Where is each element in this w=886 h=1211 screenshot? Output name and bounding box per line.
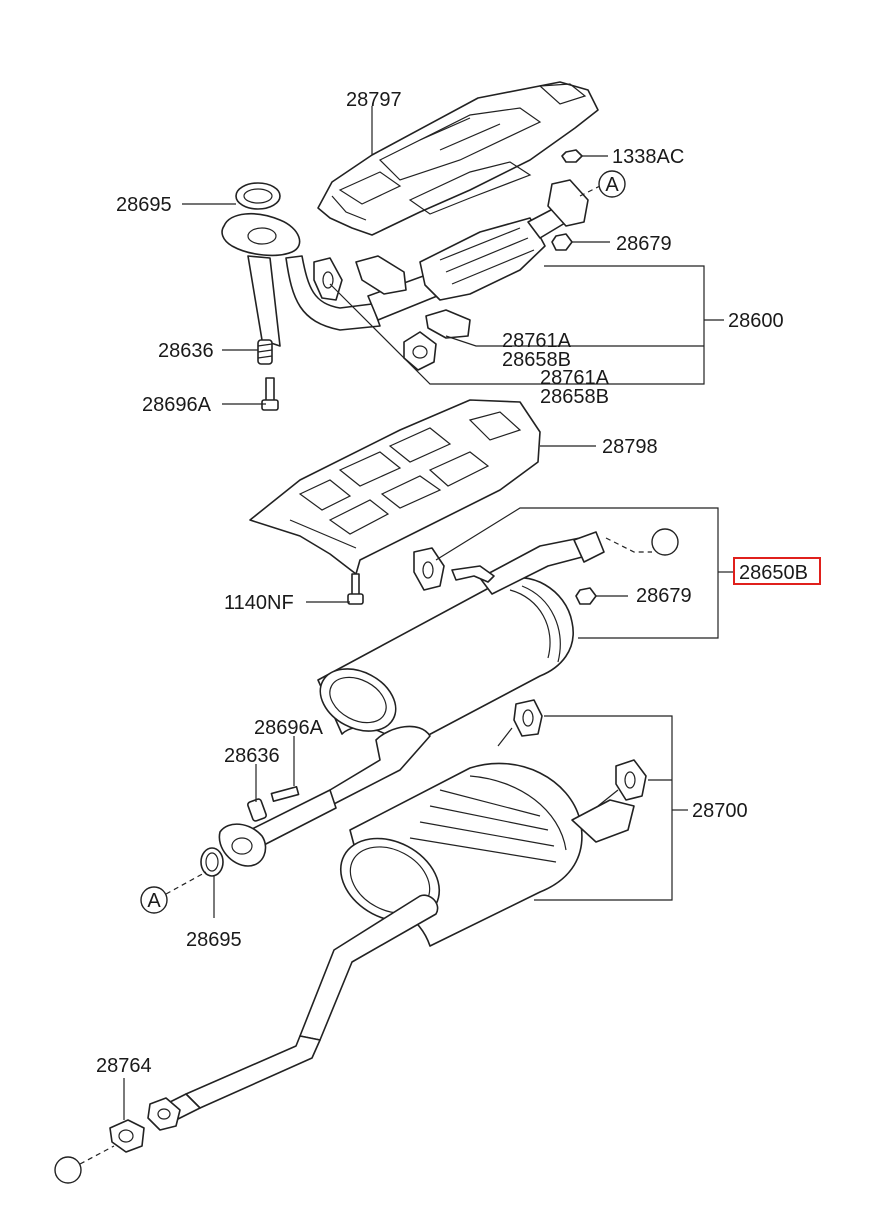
label-28797[interactable]: 28797 <box>346 89 402 111</box>
label-28764[interactable]: 28764 <box>96 1055 152 1077</box>
ref-a-top-label: A <box>605 174 619 196</box>
ref-circle-blank-rear <box>54 1156 82 1184</box>
label-28600[interactable]: 28600 <box>728 310 784 332</box>
label-28636-front[interactable]: 28636 <box>158 340 214 362</box>
heat-shield-lower-drawing <box>249 399 541 575</box>
highlight-box-28650b <box>733 557 821 585</box>
label-28695-front[interactable]: 28695 <box>116 194 172 216</box>
label-28658b-2[interactable]: 28658B <box>540 386 609 408</box>
leader-lines <box>79 106 734 1165</box>
reference-circles: A A <box>54 170 679 1184</box>
ref-circle-a-bottom <box>140 886 168 914</box>
part-labels: 28797 1338AC 28695 28679 28600 28761A 28… <box>96 89 821 1077</box>
center-muffler-drawing <box>249 531 605 847</box>
label-28761a-1[interactable]: 28761A <box>502 330 572 352</box>
ref-a-bottom-label: A <box>147 890 161 912</box>
label-28761a-2[interactable]: 28761A <box>540 367 610 389</box>
bolt-1140nf-drawing <box>347 573 364 605</box>
label-28695-center[interactable]: 28695 <box>186 929 242 951</box>
label-28636-center[interactable]: 28636 <box>224 745 280 767</box>
label-28700[interactable]: 28700 <box>692 800 748 822</box>
heat-shield-upper-drawing <box>317 81 599 236</box>
rear-hanger-drawing <box>109 1097 181 1153</box>
spring-front-drawing <box>257 339 273 365</box>
label-28696a-front[interactable]: 28696A <box>142 394 212 416</box>
gasket-front-drawing <box>235 182 281 210</box>
center-flange-drawing <box>200 785 300 877</box>
label-28798[interactable]: 28798 <box>602 436 658 458</box>
label-28679-center[interactable]: 28679 <box>636 585 692 607</box>
label-1338ac[interactable]: 1338AC <box>612 146 684 168</box>
label-28696a-center[interactable]: 28696A <box>254 717 324 739</box>
ref-circle-a-top <box>598 170 626 198</box>
ref-circle-blank-center <box>651 528 679 556</box>
label-28650b[interactable]: 28650B <box>739 562 808 584</box>
front-pipe-drawing <box>221 149 589 371</box>
label-28679-front[interactable]: 28679 <box>616 233 672 255</box>
label-1140nf[interactable]: 1140NF <box>224 592 294 614</box>
bolt-front-drawing <box>261 377 279 411</box>
label-28658b-1[interactable]: 28658B <box>502 349 571 371</box>
